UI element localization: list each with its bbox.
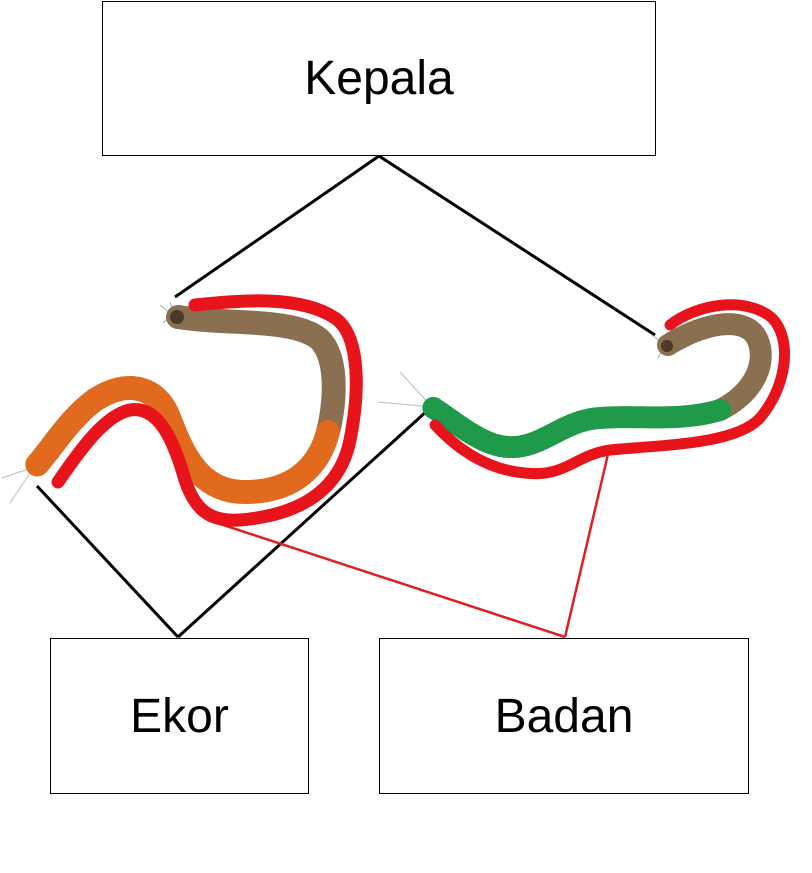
head-label: Kepala	[304, 52, 454, 105]
tail-label: Ekor	[130, 689, 229, 743]
right-worm-red-highlight	[429, 299, 790, 480]
connector-kepala-right	[378, 154, 656, 337]
right-worm	[377, 299, 790, 480]
left-worm	[1, 294, 363, 527]
right-worm-tail-bristles	[377, 371, 433, 408]
head-label-box: Kepala	[102, 1, 656, 156]
body-label-box: Badan	[379, 638, 749, 794]
connector-badan-right	[563, 449, 611, 638]
connector-kepala-left	[174, 154, 380, 299]
left-worm-red-highlight	[51, 294, 363, 527]
connector-ekor-right	[176, 408, 430, 639]
connector-ekor-left	[35, 484, 180, 639]
tail-label-box: Ekor	[50, 638, 309, 794]
body-label: Badan	[494, 689, 634, 743]
connector-badan-left	[207, 518, 566, 639]
